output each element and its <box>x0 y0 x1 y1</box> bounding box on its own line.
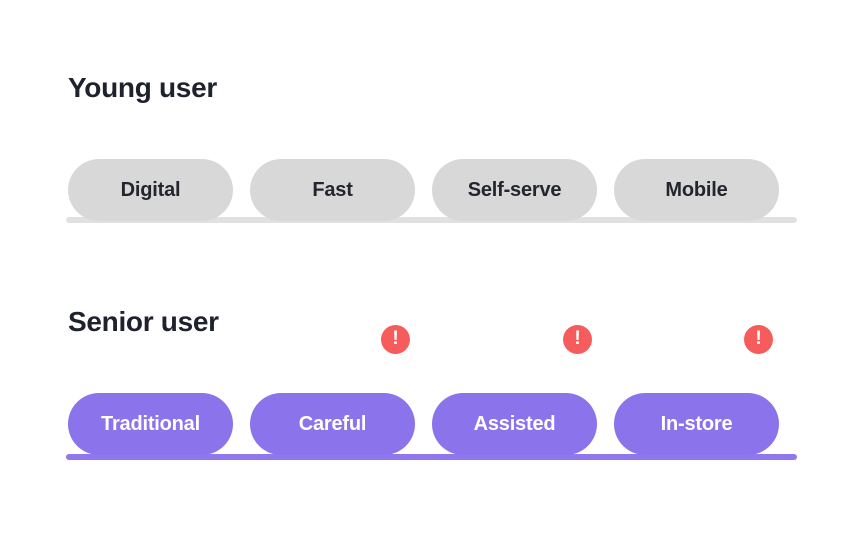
exclamation-icon: ! <box>392 328 399 349</box>
alert-badge-assisted[interactable]: ! <box>563 325 592 354</box>
senior-user-title: Senior user <box>68 306 219 337</box>
tag-fast[interactable]: Fast <box>250 159 415 221</box>
tag-mobile[interactable]: Mobile <box>614 159 779 221</box>
alert-badge-in-store[interactable]: ! <box>744 325 773 354</box>
alert-badge-careful[interactable]: ! <box>381 325 410 354</box>
young-track-line <box>66 217 797 223</box>
exclamation-icon: ! <box>755 328 762 349</box>
tag-careful[interactable]: Careful <box>250 393 415 455</box>
tag-digital[interactable]: Digital <box>68 159 233 221</box>
tag-traditional[interactable]: Traditional <box>68 393 233 455</box>
senior-tag-row: Traditional Careful Assisted In-store <box>68 393 779 455</box>
tag-self-serve[interactable]: Self-serve <box>432 159 597 221</box>
tag-in-store[interactable]: In-store <box>614 393 779 455</box>
exclamation-icon: ! <box>574 328 581 349</box>
young-tag-row: Digital Fast Self-serve Mobile <box>68 159 779 221</box>
tag-assisted[interactable]: Assisted <box>432 393 597 455</box>
young-user-title: Young user <box>68 72 217 103</box>
senior-track-line <box>66 454 797 460</box>
